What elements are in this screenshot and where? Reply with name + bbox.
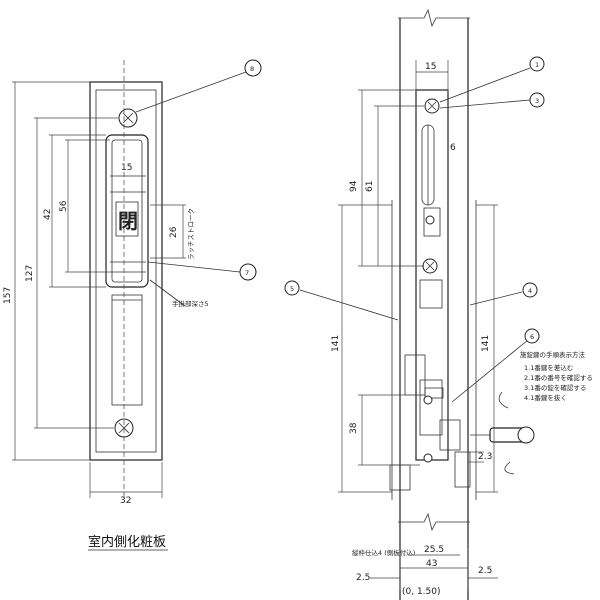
note-left: 縦枠仕込4 (側板付込) (352, 548, 415, 557)
callout-3 (529, 92, 545, 108)
dim-141-left: 141 (331, 335, 341, 352)
callout-8-label: 8 (250, 65, 254, 73)
callout-1-label: 1 (535, 61, 539, 69)
dim-2-5-right: 2.5 (478, 566, 492, 576)
procedure-notes: 施錠鍵の手順表示方法 1.1番鍵を差込む 2.1番の番号を確認する 3.1番の錠… (520, 350, 593, 402)
callout-4 (522, 282, 538, 298)
dim-94: 94 (349, 180, 359, 192)
grip-recess-inner (111, 139, 143, 283)
dim-top-width: 15 (425, 62, 436, 72)
lower-slot (111, 294, 143, 406)
key-icon (470, 391, 535, 475)
notes-title: 施錠鍵の手順表示方法 (520, 350, 586, 359)
stroke-note: ラッチストローク (187, 208, 195, 260)
callout-6 (524, 328, 540, 344)
dim-2-3: 2.3 (478, 452, 492, 462)
callout-1 (529, 56, 545, 72)
lock-section-view: 15 6 94 61 141 38 141 2.3 25.5 43 (284, 8, 593, 600)
notes-line-3: 3.1番の錠を確認する (524, 383, 586, 392)
dim-141-right: 141 (481, 335, 491, 352)
dim-slot-a: 42 (43, 209, 53, 220)
notes-line-4: 4.1番鍵を抜く (524, 393, 567, 402)
callout-8 (244, 59, 262, 77)
dim-width: 32 (120, 496, 131, 506)
notes-line-2: 2.1番の番号を確認する (524, 373, 593, 382)
dim-25-5: 25.5 (424, 545, 444, 555)
callout-3-label: 3 (535, 97, 539, 105)
callout-5-label: 5 (290, 285, 294, 293)
callout-5 (284, 280, 300, 296)
callout-7 (239, 263, 257, 281)
callout-7-label: 7 (245, 269, 249, 277)
dim-inner-height: 127 (25, 265, 35, 282)
dim-6: 6 (450, 143, 456, 153)
dim-slot-b: 56 (59, 200, 69, 212)
indicator-window (115, 201, 139, 237)
callout-6-label: 6 (530, 333, 534, 341)
dim-stroke: 26 (169, 226, 179, 238)
dim-38: 38 (349, 422, 359, 434)
dim-61: 61 (365, 181, 375, 192)
notes-line-1: 1.1番鍵を差込む (524, 363, 573, 372)
top-gap-dim: 15 (121, 163, 132, 173)
gap-note: 手掛部深さ5 (172, 299, 209, 308)
grip-recess (105, 134, 149, 288)
dim-2-5-left: 2.5 (356, 573, 370, 583)
caption: 室内側化粧板 (88, 534, 166, 550)
indicator-glyph: 閉 (118, 209, 138, 233)
strike-plate (415, 89, 449, 461)
faceplate-outline (89, 81, 163, 461)
callout-4-label: 4 (528, 287, 532, 295)
dim-tolerance: (0, 1.50) (402, 587, 441, 597)
faceplate-inner-border (95, 89, 157, 453)
dim-overall-height: 157 (3, 287, 13, 304)
faceplate-view: 閉 15 157 127 42 56 26 ラッチストローク (3, 59, 262, 551)
dim-43: 43 (426, 559, 437, 569)
